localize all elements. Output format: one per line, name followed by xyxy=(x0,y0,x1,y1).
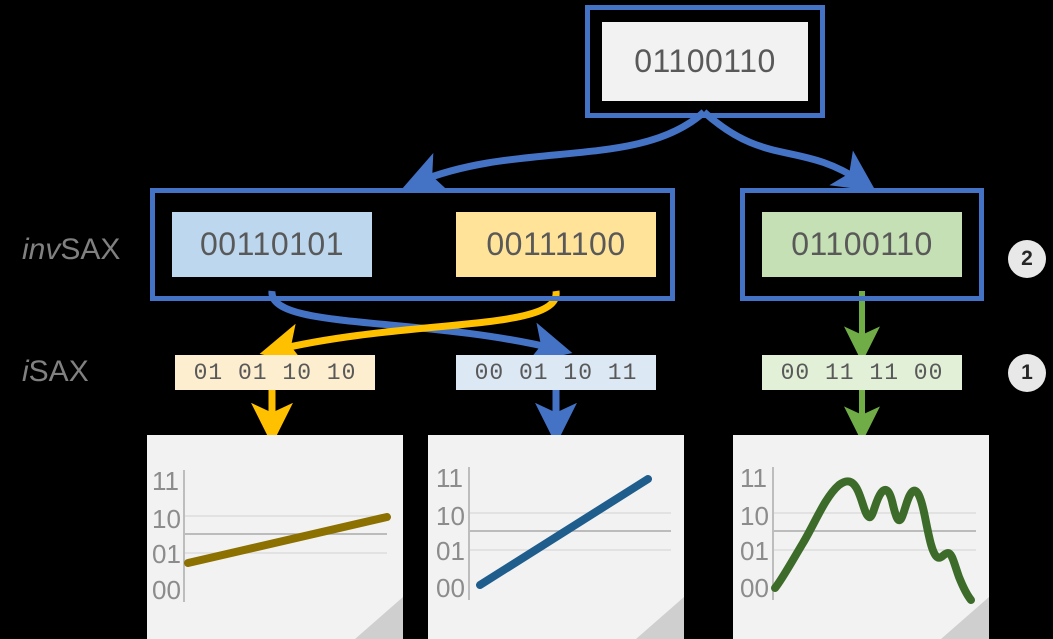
invsax-right-group-frame xyxy=(740,188,984,301)
row-label-isax-italic: i xyxy=(22,355,29,388)
root-node-frame xyxy=(585,5,825,118)
step-badge-2: 2 xyxy=(1008,240,1046,278)
invsax-word-green[interactable]: 01100110 xyxy=(762,212,962,277)
chart-3-ytick-10: 10 xyxy=(740,501,769,531)
chart-2-ytick-00: 00 xyxy=(436,573,465,603)
isax-box-yellow[interactable]: 01 01 10 10 xyxy=(175,355,375,390)
row-label-invsax: invSAX xyxy=(22,233,120,267)
arrow-root-to-right-group xyxy=(701,109,876,192)
chart-1-ytick-11: 11 xyxy=(152,466,179,496)
isax-box-blue[interactable]: 00 01 10 11 xyxy=(456,355,656,390)
row-label-invsax-regular: SAX xyxy=(60,233,121,266)
invsax-word-yellow[interactable]: 00111100 xyxy=(456,212,656,277)
root-node-value[interactable]: 01100110 xyxy=(602,22,808,101)
isax-box-green[interactable]: 00 11 11 00 xyxy=(762,355,962,390)
chart-1-ytick-10: 10 xyxy=(152,504,181,534)
chart-card-2[interactable]: 11 10 01 00 xyxy=(428,435,684,639)
chart-2-ytick-01: 01 xyxy=(436,536,465,566)
row-label-isax: iSAX xyxy=(22,355,89,389)
chart-3-plot xyxy=(771,467,976,604)
chart-3-series-line xyxy=(771,477,975,604)
chart-1-ytick-01: 01 xyxy=(152,539,181,569)
chart-2-ytick-10: 10 xyxy=(436,501,465,531)
chart-3-ytick-00: 00 xyxy=(740,573,769,603)
chart-card-3[interactable]: 11 10 01 00 xyxy=(733,435,989,639)
row-label-invsax-italic: inv xyxy=(22,233,61,266)
chart-card-1[interactable]: 11 10 01 00 xyxy=(147,435,403,639)
arrow-root-to-left-group xyxy=(402,109,707,192)
chart-1-plot xyxy=(183,470,391,602)
step-badge-1: 1 xyxy=(1008,354,1046,392)
chart-1-ytick-00: 00 xyxy=(152,575,181,605)
chart-2-ytick-11: 11 xyxy=(436,463,463,493)
row-label-isax-regular: SAX xyxy=(28,355,89,388)
chart-2-series-line xyxy=(476,475,652,589)
chart-2-plot xyxy=(468,467,671,600)
chart-3-ytick-01: 01 xyxy=(740,536,769,566)
chart-3-ytick-11: 11 xyxy=(740,463,767,493)
invsax-left-group-frame xyxy=(150,188,675,301)
invsax-word-blue[interactable]: 00110101 xyxy=(172,212,372,277)
chart-1-series-line xyxy=(184,513,391,567)
